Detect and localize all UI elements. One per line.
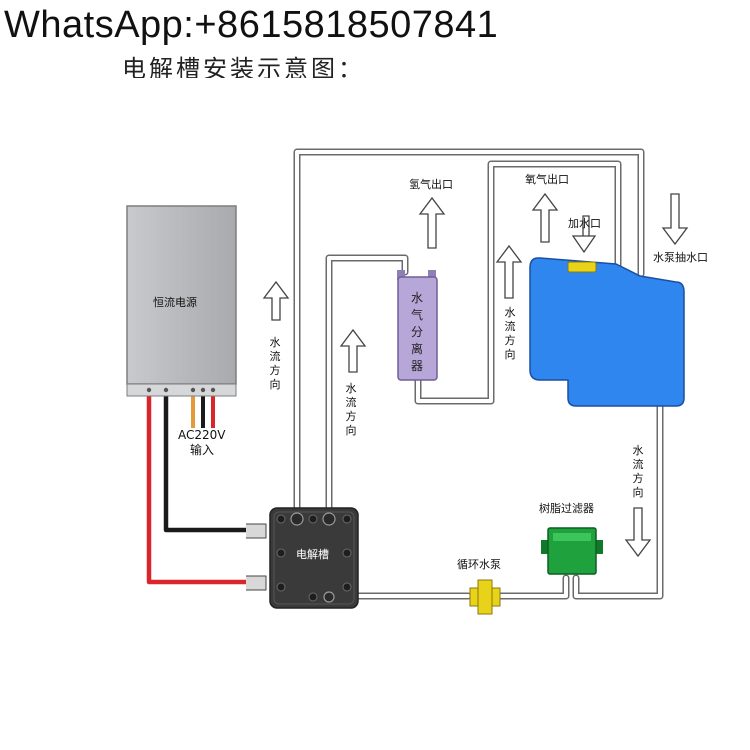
resin-filter-label: 树脂过滤器 bbox=[539, 502, 594, 515]
wiring bbox=[146, 394, 267, 591]
hydrogen-outlet-label: 氢气出口 bbox=[409, 178, 453, 191]
pipe-filter-to-pump bbox=[496, 574, 570, 600]
positive-wire bbox=[146, 396, 262, 585]
arrow-flow-right bbox=[495, 244, 523, 299]
flow-direction-label-mid: 水流方向 bbox=[345, 382, 357, 437]
electrolyzer-unit bbox=[269, 507, 359, 609]
negative-wire bbox=[163, 396, 262, 533]
diagram-title: 电解槽安装示意图： bbox=[122, 55, 365, 78]
fill-inlet-label: 加水口 bbox=[568, 217, 601, 230]
tank-fill-cap bbox=[567, 261, 597, 273]
electrolyzer-port-left bbox=[290, 512, 304, 526]
psu-terminals bbox=[146, 387, 216, 393]
arrow-flow-mid bbox=[339, 328, 367, 373]
circulation-pump-label: 循环水泵 bbox=[457, 558, 501, 571]
pump-suction-label: 水泵抽水口 bbox=[653, 251, 708, 264]
arrow-fill-in bbox=[571, 215, 597, 254]
watermark-contact: WhatsApp:+8615818507841 bbox=[4, 4, 499, 46]
direction-arrows bbox=[262, 192, 689, 558]
separator-unit bbox=[397, 270, 438, 381]
arrow-oxygen-out bbox=[531, 192, 559, 243]
electrolyzer-port-bottom bbox=[323, 591, 335, 603]
ac-input-label: AC220V bbox=[178, 428, 226, 442]
power-supply-unit bbox=[126, 205, 237, 397]
pipe-electrolyzer-to-separator bbox=[325, 254, 409, 516]
arrow-flow-left bbox=[262, 280, 290, 321]
wire-clip-upper bbox=[246, 523, 267, 539]
arrow-pump-suction bbox=[661, 193, 689, 246]
flow-direction-label-right: 水流方向 bbox=[504, 306, 516, 361]
arrow-flow-down bbox=[624, 507, 652, 558]
electrolyzer-label: 电解槽 bbox=[296, 548, 329, 561]
electrolyzer-port-right bbox=[322, 512, 336, 526]
flow-direction-label-left: 水流方向 bbox=[269, 336, 281, 391]
electrolyzer-bolts bbox=[276, 514, 352, 602]
flow-direction-label-down: 水流方向 bbox=[632, 444, 644, 499]
water-tank bbox=[529, 257, 685, 407]
wire-clip-lower bbox=[246, 575, 267, 591]
separator-label: 水气分离器 bbox=[410, 291, 423, 373]
resin-filter-unit bbox=[541, 527, 603, 575]
arrow-hydrogen-out bbox=[418, 196, 446, 249]
oxygen-outlet-label: 氧气出口 bbox=[525, 173, 569, 186]
ac-input-sublabel: 输入 bbox=[190, 443, 215, 457]
pipe-network bbox=[293, 148, 664, 600]
circulation-pump-unit bbox=[469, 579, 501, 615]
power-supply-label: 恒流电源 bbox=[153, 296, 197, 309]
